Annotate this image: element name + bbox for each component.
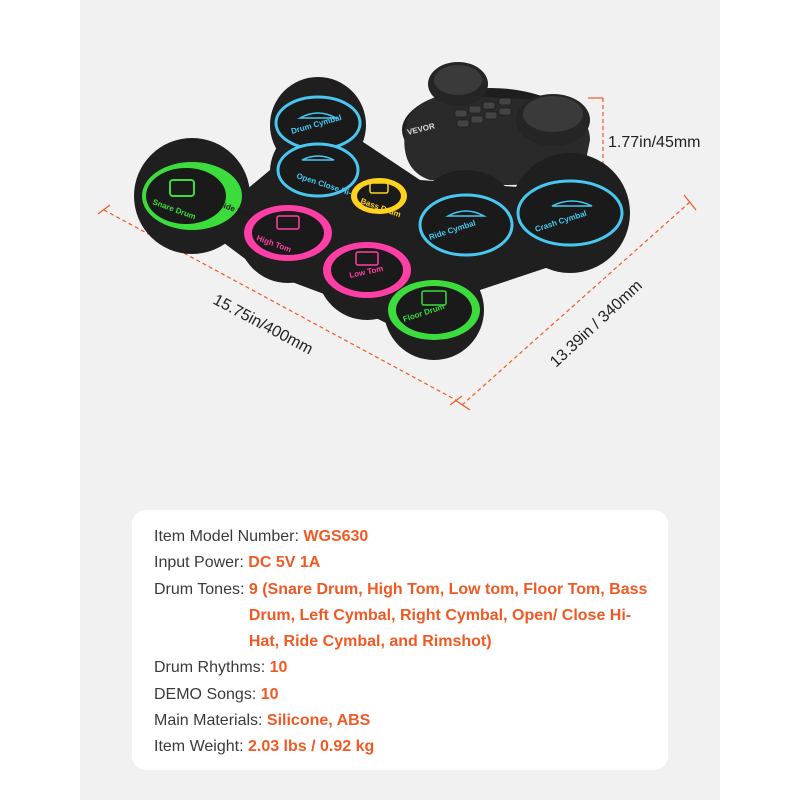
pad-left-cymbal[interactable]: Drum Cymbal bbox=[274, 95, 362, 151]
spec-key: Item Weight bbox=[154, 738, 240, 756]
spec-separator: : bbox=[239, 738, 248, 756]
width-label: 15.75in/400mm bbox=[210, 292, 315, 359]
spec-separator: : bbox=[294, 528, 304, 545]
spec-key: Item Model Number bbox=[154, 528, 295, 545]
cymbal-icon bbox=[297, 112, 339, 119]
pad-ride[interactable]: Ride Cymbal bbox=[418, 193, 514, 257]
spec-key: DEMO Songs bbox=[154, 685, 252, 703]
floor-drum-icon bbox=[421, 290, 447, 306]
spec-key: Drum Rhythms bbox=[154, 659, 261, 677]
spec-value: Silicone, ABS bbox=[266, 712, 371, 730]
spec-row: Main Materials: Silicone, ABS bbox=[154, 708, 654, 734]
depth-label: 13.39in / 340mm bbox=[547, 277, 646, 371]
spec-key: Main Materials bbox=[154, 712, 259, 730]
pad-crash[interactable]: Crash Cymbal bbox=[516, 179, 624, 247]
spec-value: DC 5V 1A bbox=[248, 554, 321, 572]
spec-value: 2.03 lbs / 0.92 kg bbox=[247, 738, 375, 756]
spec-key: Drum Tones bbox=[154, 580, 240, 598]
spec-key: Input Power bbox=[154, 554, 240, 572]
height-label: 1.77in/45mm bbox=[608, 134, 701, 151]
hihat-icon bbox=[301, 155, 335, 161]
ride-cymbal-icon bbox=[445, 210, 487, 217]
spec-separator: : bbox=[251, 685, 261, 703]
pad-high-tom[interactable]: High Tom bbox=[244, 205, 332, 261]
tom-drum-icon bbox=[276, 215, 300, 230]
spec-value: 9 (Snare Drum, High Tom, Low tom, Floor … bbox=[248, 580, 648, 651]
spec-row: Item Model Number: WGS630 bbox=[154, 524, 654, 550]
bass-drum-icon bbox=[369, 182, 389, 194]
spec-row: Item Weight: 2.03 lbs / 0.92 kg bbox=[154, 734, 654, 760]
spec-row: Input Power: DC 5V 1A bbox=[154, 550, 654, 576]
spec-value: 10 bbox=[269, 659, 288, 677]
spec-row: Drum Tones: 9 (Snare Drum, High Tom, Low… bbox=[154, 577, 654, 656]
spec-separator: : bbox=[260, 659, 270, 677]
spec-separator: : bbox=[258, 712, 267, 730]
snare-drum-icon bbox=[169, 179, 195, 197]
crash-cymbal-icon bbox=[551, 200, 593, 207]
drum-pad-illustration: 1.77in/45mm 15.75in/400mm 13.39in / 340m… bbox=[97, 62, 701, 411]
spec-separator: : bbox=[239, 580, 249, 598]
pad-low-tom[interactable]: Low Tom bbox=[323, 242, 411, 298]
spec-value: WGS630 bbox=[303, 528, 369, 545]
control-buttons[interactable] bbox=[454, 97, 512, 128]
pad-snare[interactable]: Snare Drum Side Stick bbox=[142, 162, 257, 230]
pad-bass[interactable]: Bass Drum bbox=[351, 178, 407, 219]
spec-row: DEMO Songs: 10 bbox=[154, 682, 654, 708]
low-tom-icon bbox=[355, 251, 379, 266]
pad-floor[interactable]: Floor Drum bbox=[388, 280, 480, 340]
spec-value: 10 bbox=[260, 685, 279, 703]
spec-separator: : bbox=[239, 554, 249, 572]
spec-row: Drum Rhythms: 10 bbox=[154, 655, 654, 681]
